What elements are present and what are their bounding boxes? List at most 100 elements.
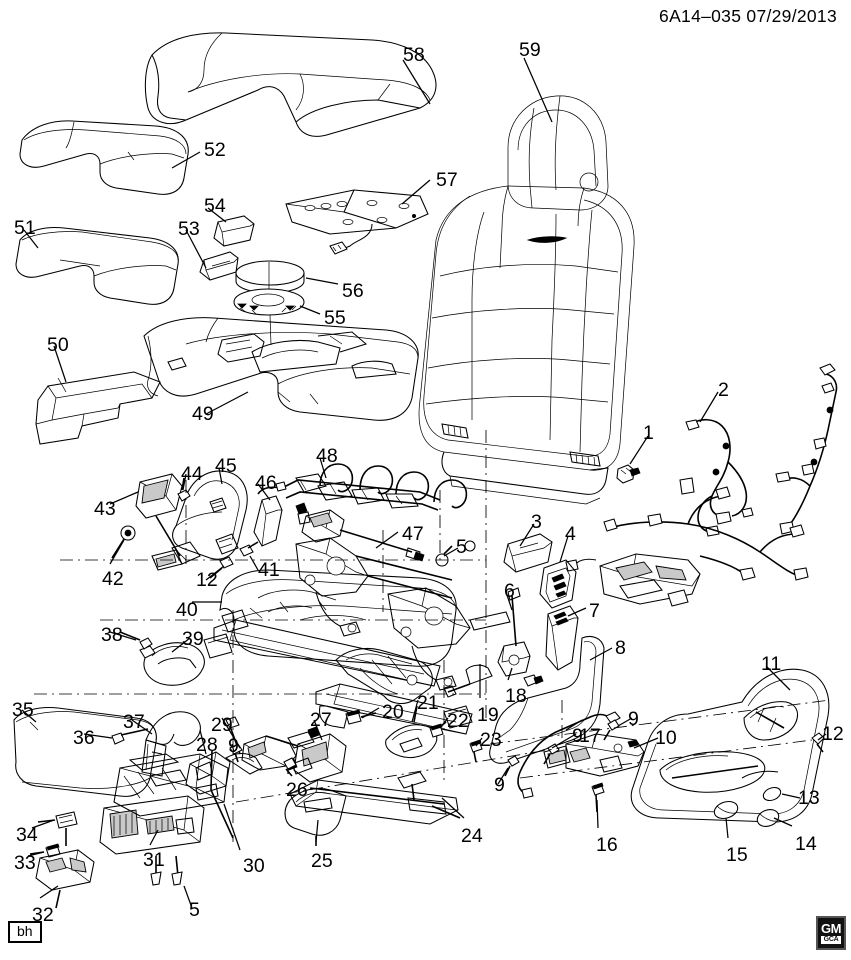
part-1-bolt [616,464,641,484]
part-24-track-cover [289,771,461,825]
part-52-cushion-pad [19,120,189,195]
callout-number: 52 [204,139,226,161]
track-drive-gearbox [335,647,433,705]
part-36-screw [111,728,149,745]
callout-number: 41 [258,559,280,581]
part-17-link-rod [517,711,621,799]
callout-number: 5 [456,536,467,558]
part-54-trim-cap [213,215,255,247]
part-56-adjuster-knob [235,260,305,294]
callout-number: 10 [655,727,677,749]
callout-number: 21 [417,692,439,714]
part-51-cushion-cover [15,227,179,305]
part-13-trim-plug [762,786,782,802]
callout-number: 13 [798,787,820,809]
part-31-control-module [99,795,205,886]
callout-number: 9 [628,708,639,730]
callout-number: 53 [178,218,200,240]
callout-number: 3 [531,511,542,533]
callout-number: 32 [32,904,54,926]
callout-number: 50 [47,334,69,356]
callout-number: 4 [565,523,576,545]
callout-number: 9 [494,774,505,796]
callout-number: 36 [73,727,95,749]
part-20-fastener [345,709,377,725]
callout-number: 17 [579,725,601,747]
gm-logo-secondary: GCA [820,935,842,944]
part-8-side-shield [489,635,605,764]
callout-number: 23 [480,729,502,751]
part-4-seat-switch [539,559,577,609]
part-47-drive-motor [295,502,425,562]
sheet-header-code: 6A14–035 07/29/2013 [659,6,837,26]
callout-number: 59 [519,39,541,61]
part-44-bolt [177,477,191,502]
part-34-clip [37,811,78,846]
callout-number: 55 [324,307,346,329]
seat-track-lower-right [315,683,473,735]
callout-number: 27 [310,709,332,731]
callout-number: 1 [643,422,654,444]
part-37-handle [141,711,201,777]
part-6-lever-rod [469,587,544,687]
part-23-screw [469,739,483,763]
part-32-striker-plate [35,849,95,909]
callout-number: 35 [12,699,34,721]
part-57-heater-mat [285,189,429,255]
callout-number: 56 [342,280,364,302]
callout-number: 42 [102,568,124,590]
recliner-arm-right [387,587,471,691]
callout-number: 33 [14,852,36,874]
part-3-switch-bezel [503,533,553,573]
part-26-screw [283,757,297,777]
part-55-adjuster-bezel [233,288,305,316]
part-16-fastener [591,782,605,813]
callout-number: 28 [196,734,218,756]
part-15-trim-cap [713,801,739,819]
part-30-module-bracket [113,749,234,839]
callout-number: 18 [505,685,527,707]
callout-number: 9 [572,725,583,747]
callout-number: 51 [14,217,36,239]
callout-leader-lines [21,57,827,909]
seat-track-upper-left [203,609,441,687]
part-11-side-trim-panel [630,668,830,823]
gm-logo: GM GCA [816,916,846,950]
part-58-seat-cushion-cover [144,32,437,137]
part-27-track-motor [265,733,347,783]
callout-number: 30 [243,855,265,877]
callout-number: 12 [196,569,218,591]
part-49-cushion-frame [143,317,419,421]
callout-number: 19 [477,704,499,726]
callout-number: 6 [504,580,515,602]
part-21-link [385,705,438,759]
callout-number: 37 [123,711,145,733]
part-50-cushion-support [35,371,161,445]
callout-number: 22 [447,710,469,732]
callout-number: 24 [461,825,483,847]
part-53-handle-bezel [199,251,239,281]
callout-number: 8 [615,637,626,659]
recliner-motor-harness-assembly [565,486,809,607]
sheet-footer-code: bh [8,921,42,943]
callout-number: 43 [94,498,116,520]
part-42-bolt [111,525,136,559]
callout-number: 11 [761,653,782,675]
callout-number: 7 [589,600,600,622]
callout-number: 45 [215,455,237,477]
part-46-release-lever [253,495,283,547]
callout-number: 14 [795,833,817,855]
callout-number: 29 [211,714,233,736]
callout-number: 39 [182,628,204,650]
callout-number: 46 [255,472,277,494]
part-45-recliner-cover [172,470,248,560]
part-14-trim-cap [756,809,780,827]
part-2-wiring-harness-right [775,363,838,535]
callout-number: 38 [101,624,123,646]
callout-number: 9 [228,735,239,757]
callout-number: 57 [436,169,458,191]
gm-logo-primary: GM [821,920,841,936]
part-2-wiring-harness-left [679,418,754,537]
